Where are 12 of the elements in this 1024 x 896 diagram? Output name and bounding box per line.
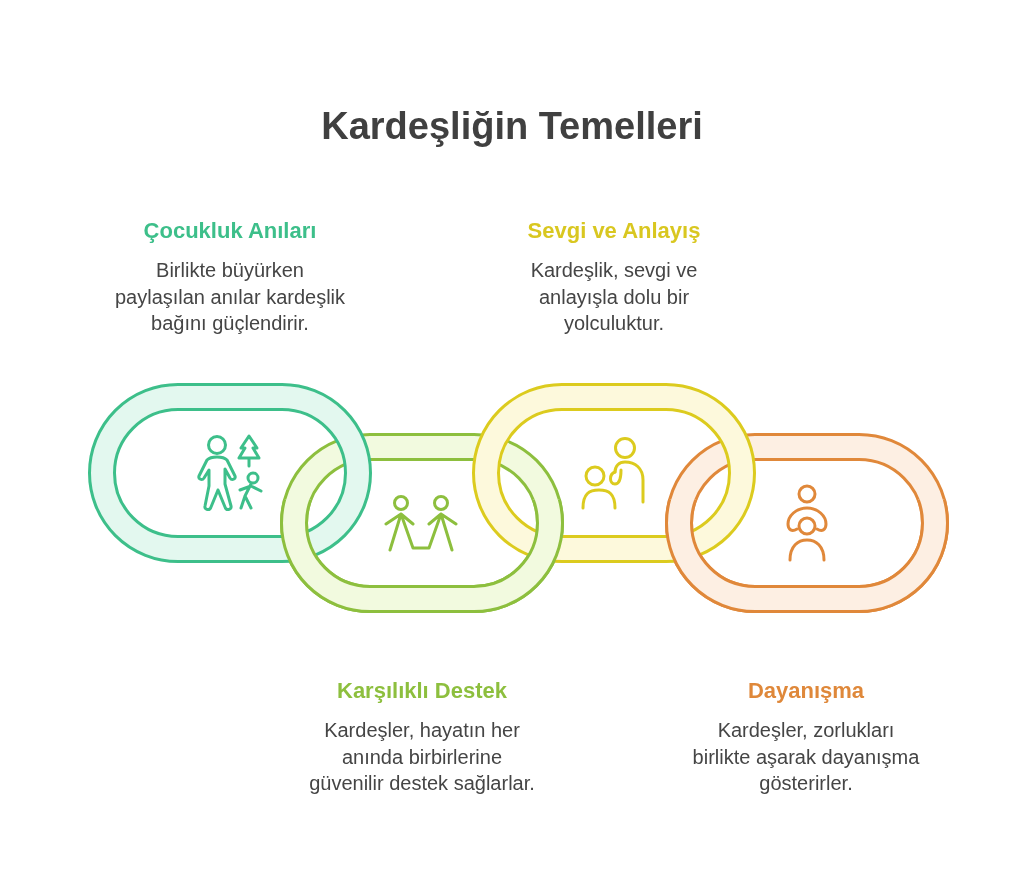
description: Kardeşlik, sevgi ve anlayışla dolu bir yolculuktur.	[529, 258, 699, 336]
chain-link	[88, 383, 372, 563]
title: Kardeşliğin Temelleri	[321, 104, 703, 148]
heading: Karşılıklı Destek	[337, 677, 507, 705]
description: Kardeşler, zorlukları birlikte aşarak dayanışma gösterirler.	[691, 718, 921, 796]
chain-link	[472, 383, 756, 563]
heading: Dayanışma	[747, 677, 865, 705]
description: Kardeşler, hayatın her anında birbirlerine güvenilir destek sağlarlar.	[308, 718, 536, 796]
chain-link	[665, 433, 949, 613]
heading: Sevgi ve Anlayış	[527, 217, 701, 245]
heading: Çocukluk Anıları	[143, 217, 317, 245]
description: Birlikte büyürken paylaşılan anılar kardeşlik bağını güçlendirir.	[113, 258, 347, 336]
